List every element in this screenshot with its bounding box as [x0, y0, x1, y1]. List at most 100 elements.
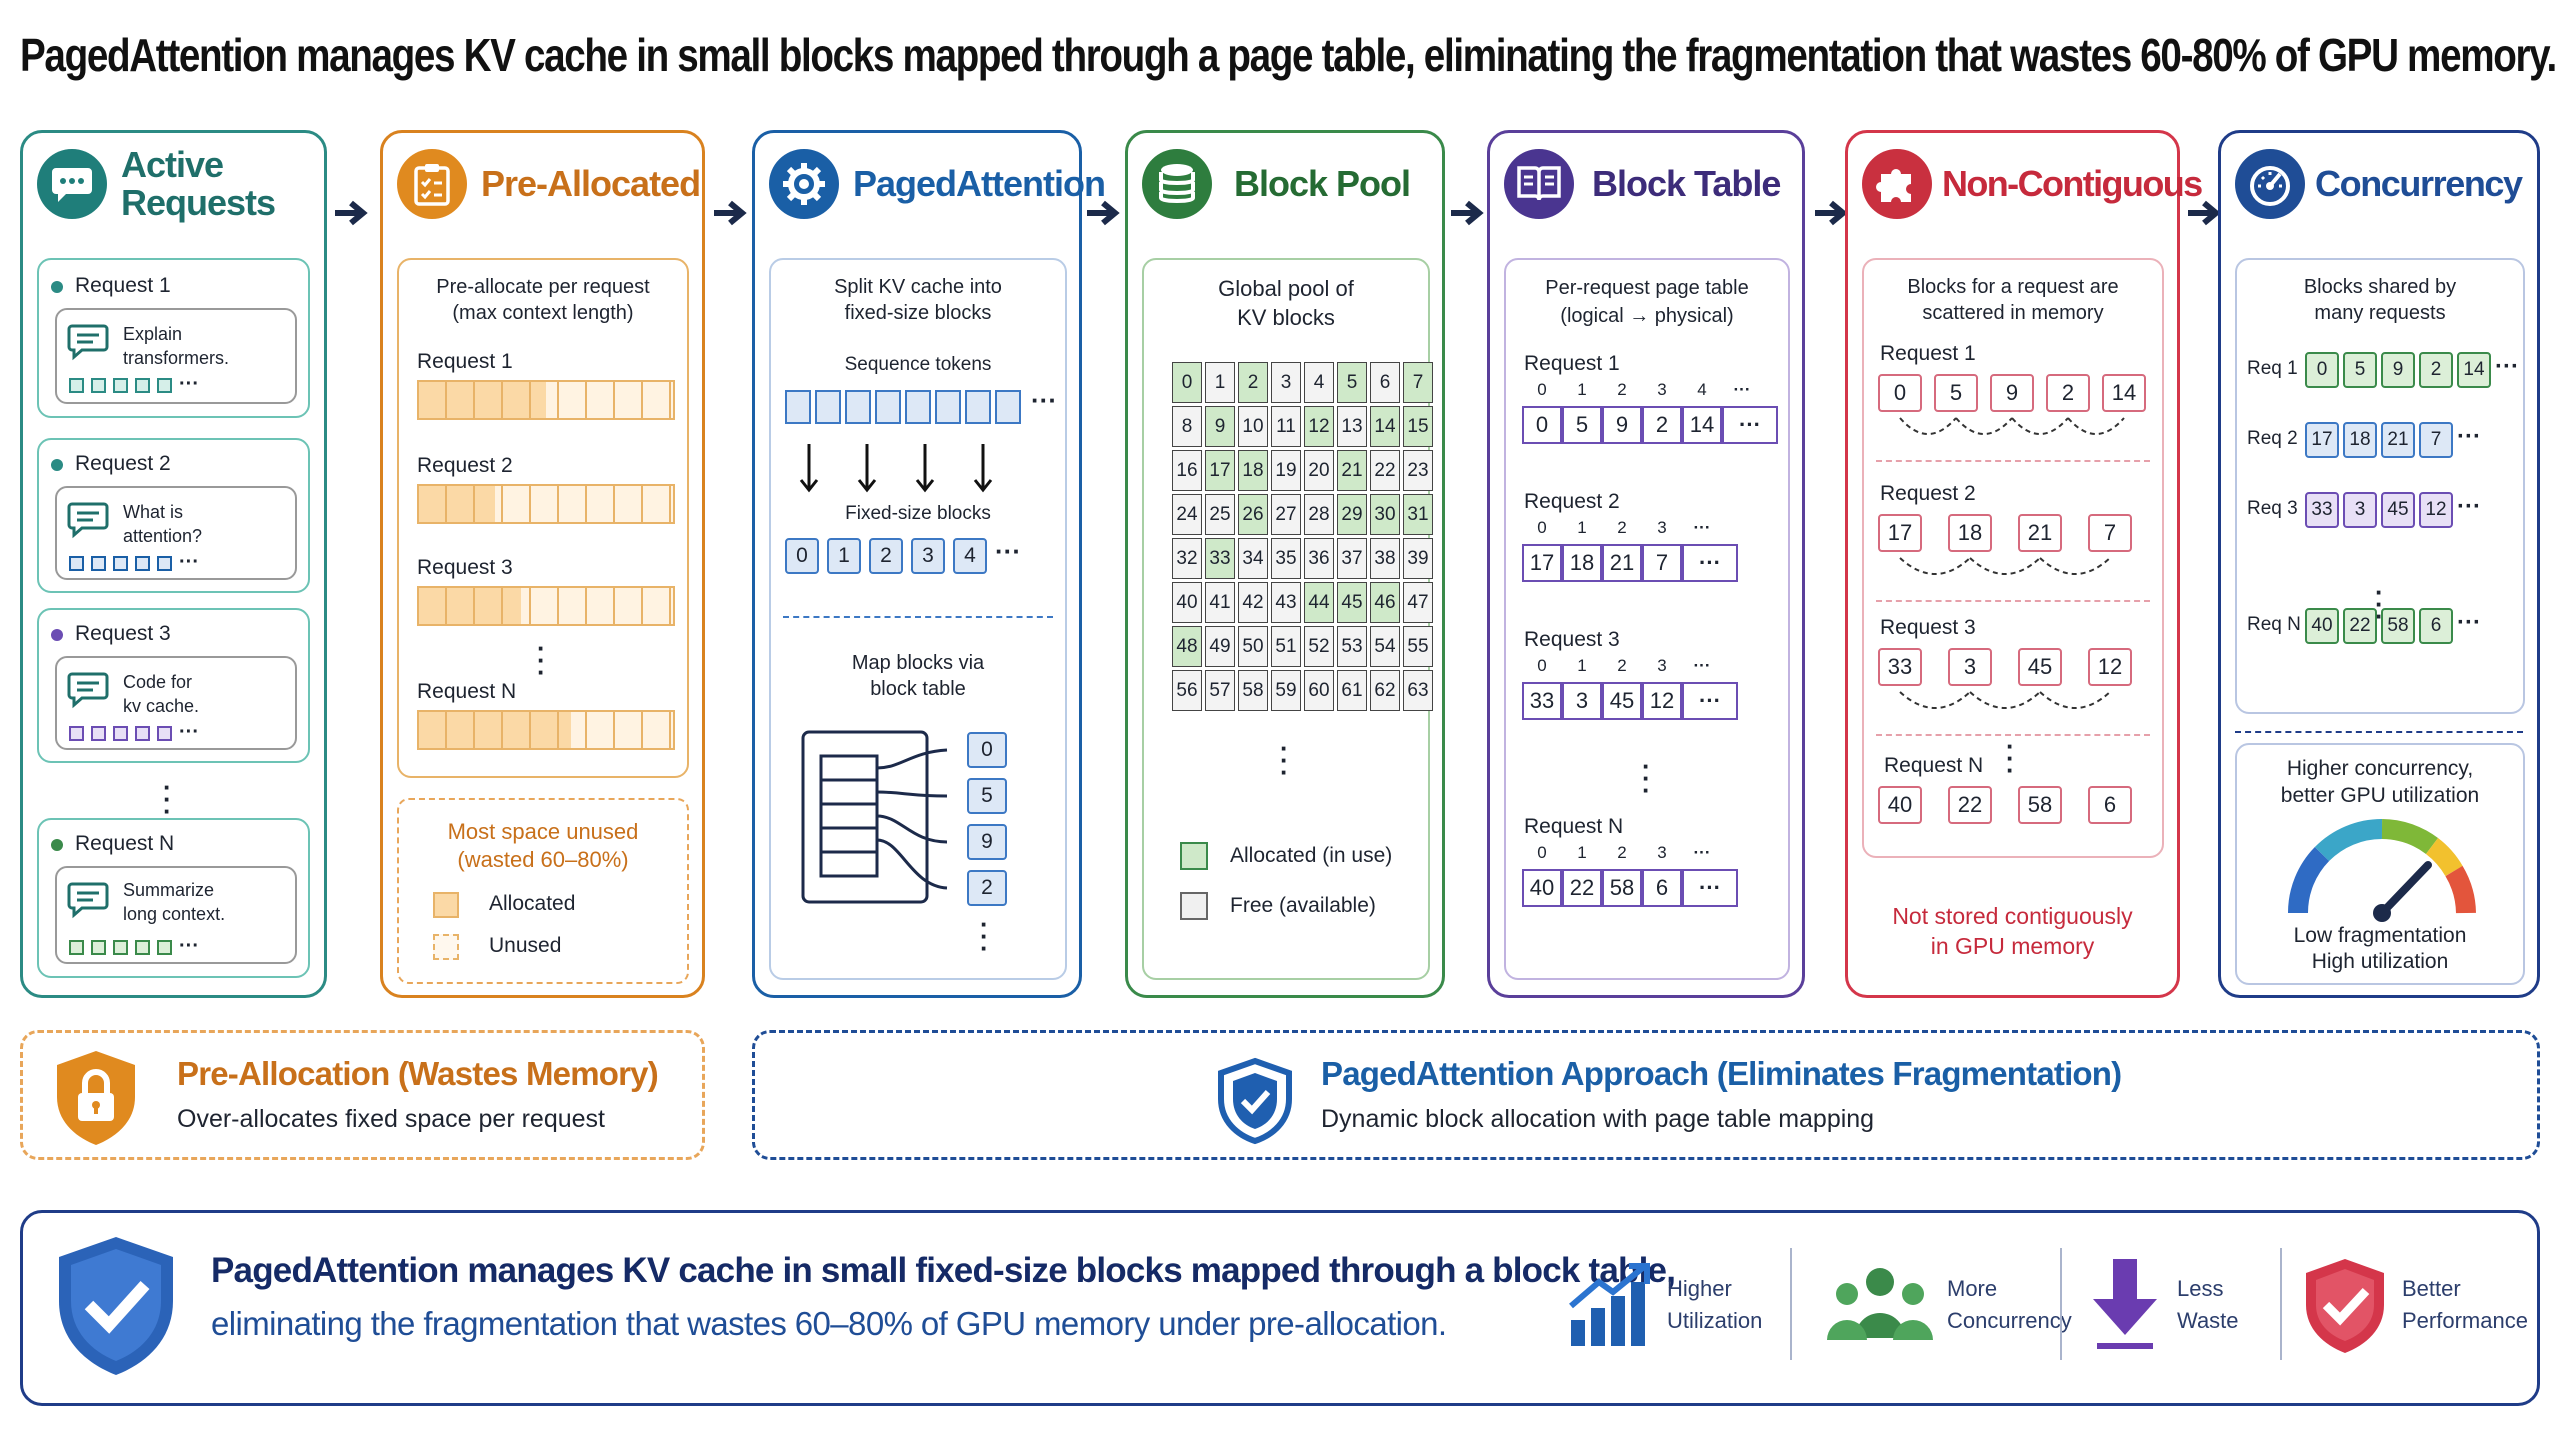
pool-block: 4 [1304, 362, 1334, 403]
scattered-block: 45 [2018, 648, 2062, 686]
scattered-block: 14 [2102, 374, 2146, 412]
token-squares: ··· [69, 552, 199, 572]
logical-index: 0 [1537, 843, 1547, 862]
pool-block: 50 [1238, 626, 1268, 667]
message-icon [67, 882, 109, 919]
down-arrows-icon [799, 444, 993, 493]
pool-block: 15 [1403, 406, 1433, 447]
shield-check-icon [59, 1237, 173, 1375]
mapped-block: 5 [967, 778, 1007, 814]
arrow-right-icon [1087, 200, 1120, 226]
logical-index: 4 [1697, 380, 1707, 399]
physical-block: 9 [1602, 406, 1642, 444]
memory-bar [417, 484, 675, 524]
feature-text: Waste [2177, 1308, 2239, 1333]
pool-block: 57 [1205, 670, 1235, 711]
pool-block: 37 [1337, 538, 1367, 579]
message-icon [67, 502, 109, 539]
logical-index: 3 [1657, 518, 1667, 537]
allocated-fill [419, 382, 546, 418]
blocks-label: Fixed-size blocks [845, 503, 991, 524]
prealloc-subtitle: Pre-allocate per request(max context len… [436, 276, 650, 324]
arrow-right-icon [1451, 200, 1484, 226]
request-label: Req 1 [2247, 358, 2298, 379]
pool-block: 41 [1205, 582, 1235, 623]
down-arrow-icon [2093, 1259, 2157, 1349]
pool-block: 38 [1370, 538, 1400, 579]
pool-block: 14 [1370, 406, 1400, 447]
scattered-block: 22 [1948, 786, 1992, 824]
physical-block: 6 [1642, 869, 1682, 907]
waste-note-box: Most space unused(wasted 60–80%) Allocat… [397, 798, 689, 984]
logical-index: 1 [1577, 656, 1587, 675]
request-label: Request 3 [1524, 628, 1620, 651]
pool-block: 34 [1238, 538, 1268, 579]
chat-bubble-icon [37, 149, 107, 219]
divider [1876, 460, 2150, 462]
shared-block: 45 [2381, 492, 2415, 528]
pool-block: 25 [1205, 494, 1235, 535]
pool-block: 63 [1403, 670, 1433, 711]
shield-check-icon [2306, 1259, 2384, 1353]
pool-block: 33 [1205, 538, 1235, 579]
legend-unused: Unused [489, 934, 562, 957]
legend-allocated: Allocated (in use) [1230, 844, 1393, 867]
pool-block: 60 [1304, 670, 1334, 711]
summary-box: PagedAttention manages KV cache in small… [20, 1210, 2540, 1406]
request-label: Request 3 [417, 556, 513, 579]
physical-block: 5 [1562, 406, 1602, 444]
block-cell: 3 [911, 538, 945, 574]
request-label: Req N [2247, 614, 2301, 635]
legend-allocated-swatch [1180, 842, 1208, 870]
allocated-fill [419, 712, 572, 748]
scattered-block: 0 [1878, 374, 1922, 412]
people-group-icon [1827, 1268, 1933, 1340]
pool-block: 19 [1271, 450, 1301, 491]
puzzle-piece-icon [1862, 149, 1932, 219]
request-label: Request 3 [1880, 616, 1976, 639]
request-label: Request 2 [1524, 490, 1620, 513]
pool-block: 24 [1172, 494, 1202, 535]
logical-index: 0 [1537, 518, 1547, 537]
more-dots: · · · [980, 909, 989, 963]
token-squares: ··· [69, 722, 199, 742]
feature-text: Better [2402, 1276, 2461, 1301]
physical-block: 18 [1562, 544, 1602, 582]
more-cell: ··· [1682, 544, 1738, 582]
logical-index: 3 [1657, 380, 1667, 399]
pool-block: 62 [1370, 670, 1400, 711]
scattered-block: 58 [2018, 786, 2062, 824]
shared-block: 7 [2419, 422, 2453, 458]
token-squares: ··· [69, 374, 199, 394]
shared-block: 33 [2305, 492, 2339, 528]
request-label: Request N [417, 680, 517, 703]
memory-bar [417, 586, 675, 626]
physical-block: 12 [1642, 682, 1682, 720]
shared-block: 5 [2343, 352, 2377, 388]
speedometer-icon [2235, 149, 2305, 219]
request-label: Request 1 [417, 350, 513, 373]
divider [783, 616, 1053, 618]
gauge-caption-top: Higher concurrency,better GPU utilizatio… [2280, 757, 2480, 807]
block-cell: 4 [953, 538, 987, 574]
request-label: Request N [1524, 815, 1624, 838]
panel-pre-allocated: Pre-Allocated Pre-allocate per request(m… [380, 130, 705, 998]
pool-block: 1 [1205, 362, 1235, 403]
more-dots: · · · [2375, 577, 2384, 631]
feature-text: Performance [2402, 1308, 2528, 1333]
more-dots: · · · [163, 772, 172, 826]
physical-block: 7 [1642, 544, 1682, 582]
open-book-icon [1504, 149, 1574, 219]
pool-block: 7 [1403, 362, 1433, 403]
pool-block: 44 [1304, 582, 1334, 623]
scattered-block: 9 [1990, 374, 2034, 412]
prealloc-compare-text: Over-allocates fixed space per request [177, 1105, 605, 1133]
